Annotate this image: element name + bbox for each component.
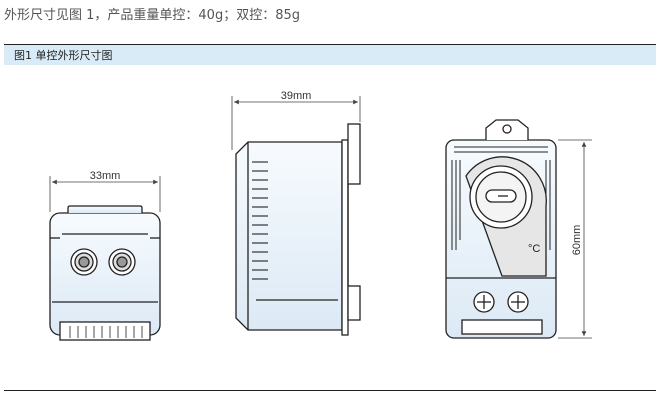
celsius-symbol: °C — [528, 243, 540, 255]
screw-right — [507, 291, 529, 313]
screw-left — [473, 291, 495, 313]
terminal-right — [108, 248, 136, 276]
terminal-left — [70, 248, 98, 276]
side-depth-label: 39mm — [281, 90, 312, 102]
front-view — [49, 205, 161, 341]
height-label: 60mm — [571, 225, 583, 256]
intro-text: 外形尺寸见图 1，产品重量单控：40g；双控：85g — [4, 8, 300, 23]
front-width-label: 33mm — [90, 170, 121, 182]
front-width-dimension — [49, 176, 161, 212]
height-dimension — [558, 139, 592, 339]
dial-view — [445, 119, 557, 339]
side-depth-dimension — [231, 96, 361, 150]
figure-bottom-rule — [4, 390, 656, 391]
side-view — [235, 123, 361, 336]
figure-caption-bar: 图1 单控外形尺寸图 — [4, 44, 656, 65]
figure-caption: 图1 单控外形尺寸图 — [14, 49, 113, 62]
